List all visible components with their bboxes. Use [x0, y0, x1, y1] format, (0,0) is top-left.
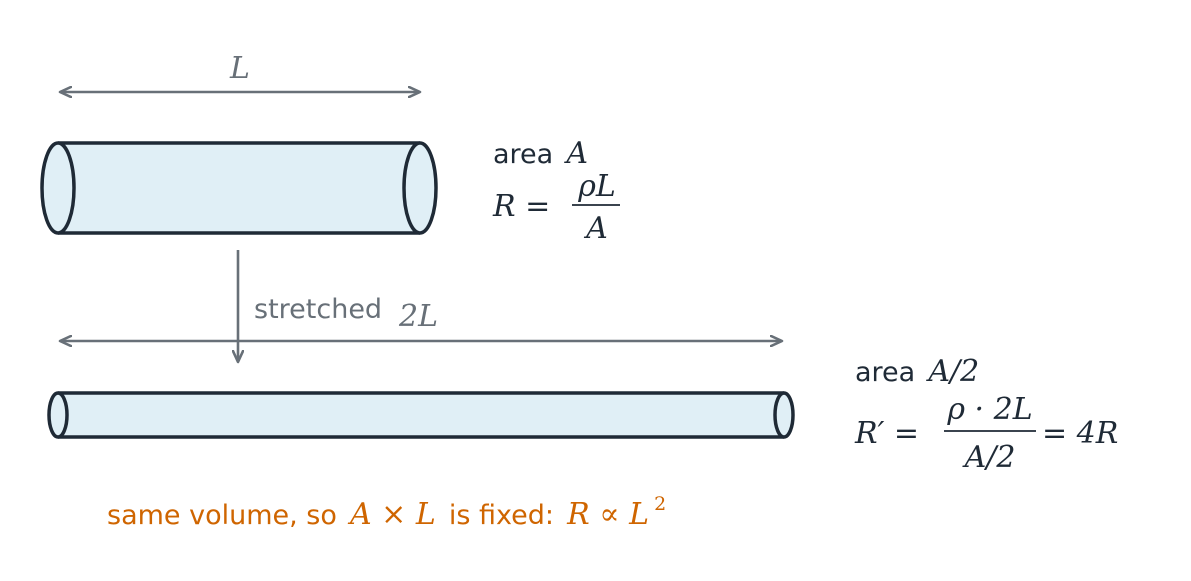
- stretched-area-label: area A/2: [855, 354, 979, 389]
- original-wire-annotation: area A R = ρL A: [492, 136, 620, 246]
- bottom-length-label: 2L: [398, 299, 438, 334]
- original-formula-numerator: ρL: [577, 169, 616, 204]
- stretched-formula-lhs: R′ =: [854, 416, 919, 451]
- stretched-wire-annotation: area A/2 R′ = ρ · 2L A/2 = 4R: [854, 354, 1118, 475]
- stretched-wire-left-end: [47, 391, 69, 439]
- original-wire-left-end: [40, 141, 76, 235]
- original-wire-right-end: [402, 141, 438, 235]
- original-area-label: area A: [493, 136, 588, 171]
- stretched-wire-cylinder: [47, 391, 795, 439]
- stretched-formula-result: = 4R: [1042, 416, 1118, 451]
- stretched-wire-body: [58, 393, 784, 437]
- stretch-label: stretched: [254, 294, 382, 325]
- original-formula-lhs: R =: [492, 189, 550, 224]
- top-length-dimension: L: [60, 51, 420, 92]
- bottom-length-dimension: 2L: [60, 299, 782, 341]
- stretch-transition: stretched: [238, 250, 382, 362]
- original-wire-body: [58, 143, 420, 233]
- stretched-formula-denominator: A/2: [962, 440, 1016, 475]
- original-formula-denominator: A: [583, 211, 608, 246]
- top-length-label: L: [229, 51, 250, 86]
- stretched-formula-numerator: ρ · 2L: [946, 392, 1032, 427]
- original-wire-cylinder: [40, 141, 438, 235]
- stretched-wire-right-end: [773, 391, 795, 439]
- volume-conservation-note: same volume, so A × L is fixed: R ∝ L 2: [107, 493, 666, 532]
